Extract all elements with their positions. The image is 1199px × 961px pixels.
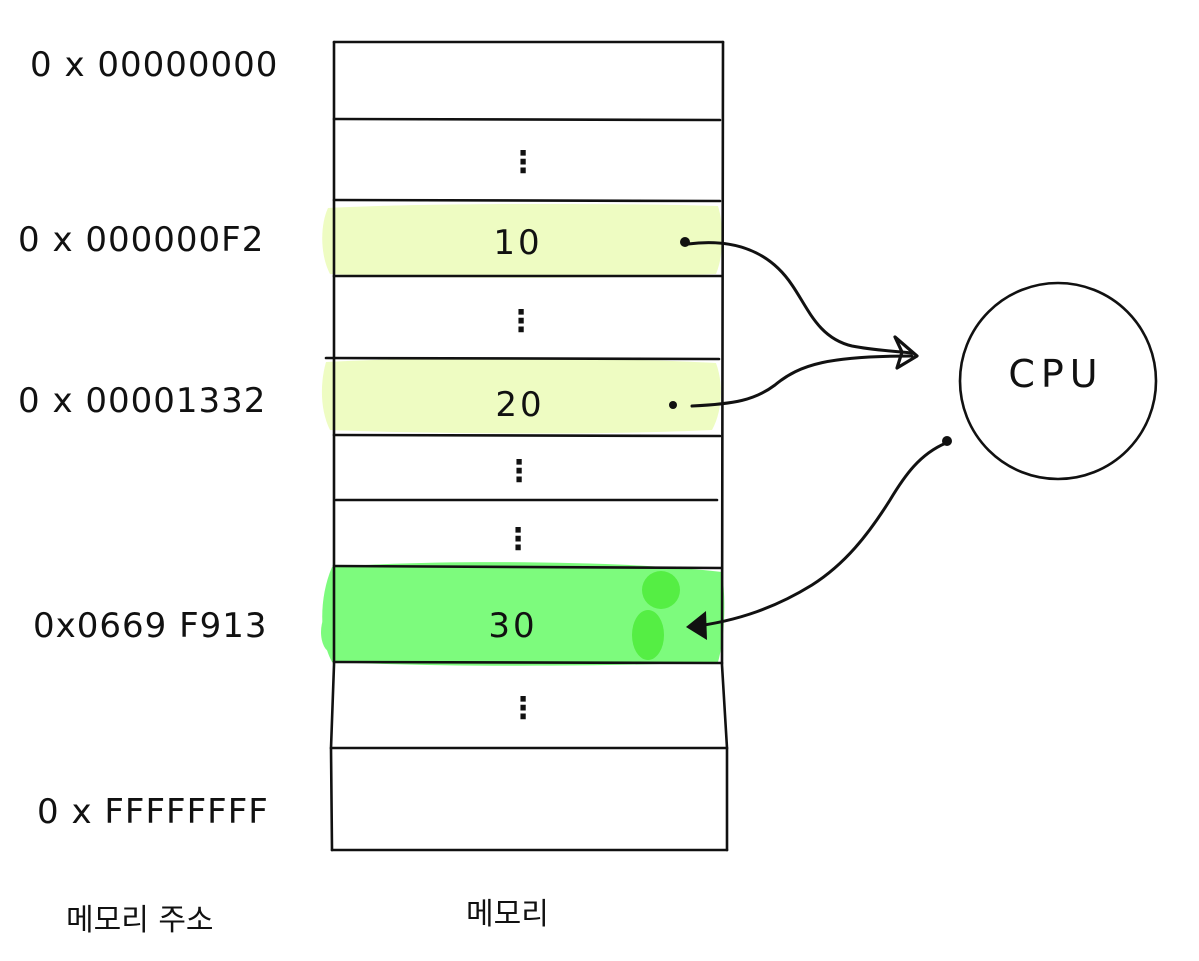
highlight-spot-upper [642, 571, 680, 609]
memory-border-right [720, 40, 729, 852]
memory-divider-5 [332, 433, 722, 438]
highlight-spot-left [321, 612, 341, 652]
memory-divider-2 [332, 198, 722, 203]
memory-divider-4 [324, 356, 721, 361]
ellipsis-3: ⋮ [504, 454, 534, 489]
cell-highlight-30 [322, 562, 725, 666]
memory-column [324, 40, 729, 852]
cpu-arrows [669, 237, 952, 640]
address-label-third: 0x0669 F913 [33, 606, 268, 646]
memory-divider-1 [332, 117, 722, 122]
ellipsis-5: ⋮ [508, 691, 538, 726]
arrow-origin-dot-20 [669, 401, 677, 409]
memory-divider-7 [332, 564, 724, 570]
arrow-cell-20-to-cpu [690, 354, 914, 408]
memory-border-left [329, 40, 336, 852]
cpu-label: CPU [1008, 352, 1103, 396]
address-label-end: 0 x FFFFFFFF [37, 792, 269, 832]
arrow-cell-10-to-cpu [686, 241, 914, 355]
memory-divider-8 [332, 660, 724, 665]
address-label-first: 0 x 000000F2 [18, 220, 264, 260]
cell-value-20: 20 [495, 385, 544, 425]
arrowhead-to-cell-30 [686, 611, 707, 640]
arrow-cpu-to-cell-30 [688, 441, 948, 629]
address-label-start: 0 x 00000000 [30, 45, 278, 85]
cpu-circle [958, 281, 1158, 481]
cell-value-30: 30 [488, 606, 537, 646]
ellipsis-2: ⋮ [506, 304, 536, 339]
ellipsis-1: ⋮ [508, 145, 538, 180]
caption-memory-column: 메모리 [466, 897, 549, 932]
cell-value-10: 10 [493, 223, 542, 263]
cell-highlight-10 [322, 203, 723, 278]
address-label-second: 0 x 00001332 [18, 381, 266, 421]
arrowhead-to-cpu [893, 335, 919, 370]
ellipsis-4: ⋮ [503, 522, 533, 557]
cell-highlight-20 [321, 357, 721, 434]
caption-address-column: 메모리 주소 [66, 903, 214, 938]
highlight-spot-lower [632, 610, 664, 660]
arrow-origin-dot-10 [680, 237, 690, 247]
